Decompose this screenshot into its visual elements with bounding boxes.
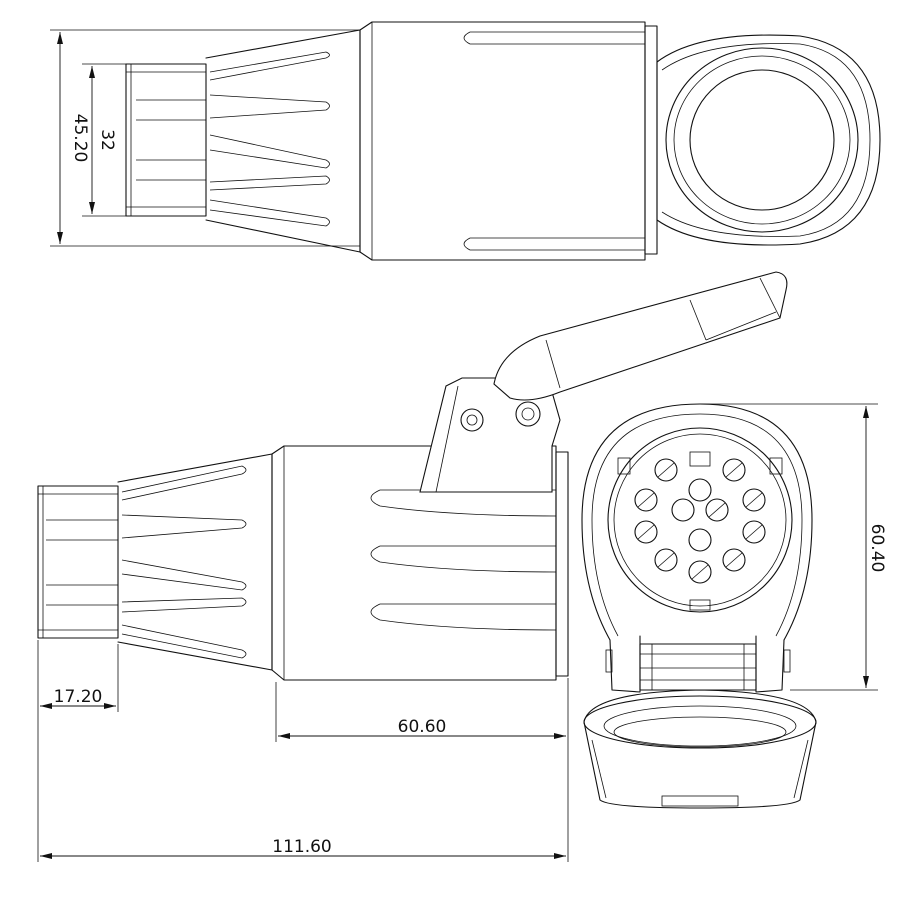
front-socket-ring <box>607 427 793 613</box>
dim-label-body-length: 60.60 <box>398 717 447 737</box>
side-lid <box>493 271 788 401</box>
front-pins <box>634 458 766 584</box>
pin <box>722 548 746 572</box>
pin <box>705 498 729 522</box>
top-gland-ribs <box>209 51 330 227</box>
front-key-top <box>689 451 711 467</box>
top-gland <box>205 29 361 253</box>
dim-45-20: 45.20 <box>50 29 360 247</box>
dim-label-face-height: 60.40 <box>867 524 887 573</box>
front-hinge <box>605 635 791 693</box>
side-nut <box>37 485 119 639</box>
dim-label-nut-length: 17.20 <box>54 687 103 707</box>
top-cap-ring-outer <box>665 47 859 233</box>
dim-label-outer-diameter: 45.20 <box>70 114 90 163</box>
dim-32: 32 <box>82 63 126 217</box>
pin <box>671 498 695 522</box>
pin <box>742 488 766 512</box>
pin <box>722 458 746 482</box>
pin <box>654 548 678 572</box>
side-hinge-bracket <box>419 377 561 493</box>
pin <box>688 528 712 552</box>
front-housing-outer <box>581 403 813 641</box>
pin <box>688 478 712 502</box>
top-nut <box>125 63 207 217</box>
top-cap <box>656 34 881 246</box>
top-body <box>359 21 646 261</box>
side-body-grooves <box>370 489 557 631</box>
top-body-grooves <box>463 31 645 251</box>
pin <box>634 488 658 512</box>
top-view: 45.20 32 <box>50 21 881 261</box>
hinge-pin-2 <box>515 401 541 427</box>
dim-label-total-length: 111.60 <box>272 837 331 857</box>
dim-17-20: 17.20 <box>37 640 119 862</box>
top-front-ring <box>644 25 658 255</box>
side-gland-ribs <box>121 465 247 659</box>
pin <box>742 520 766 544</box>
dim-111-60: 111.60 <box>40 837 566 859</box>
top-cap-ring-inner <box>689 69 835 211</box>
front-key-bottom <box>689 599 711 611</box>
side-front-ring <box>555 451 569 677</box>
side-view: 17.20 60.60 111.60 <box>37 271 788 862</box>
front-hinge-barrel <box>639 643 757 691</box>
pin <box>634 520 658 544</box>
pin <box>654 458 678 482</box>
dim-60-40: 60.40 <box>700 403 887 691</box>
front-view: 60.40 <box>581 403 887 809</box>
dim-60-60: 60.60 <box>275 678 569 862</box>
dim-label-inner-diameter: 32 <box>97 129 117 151</box>
hinge-pin-1 <box>460 408 484 432</box>
pin <box>688 560 712 584</box>
front-cap <box>583 689 817 809</box>
